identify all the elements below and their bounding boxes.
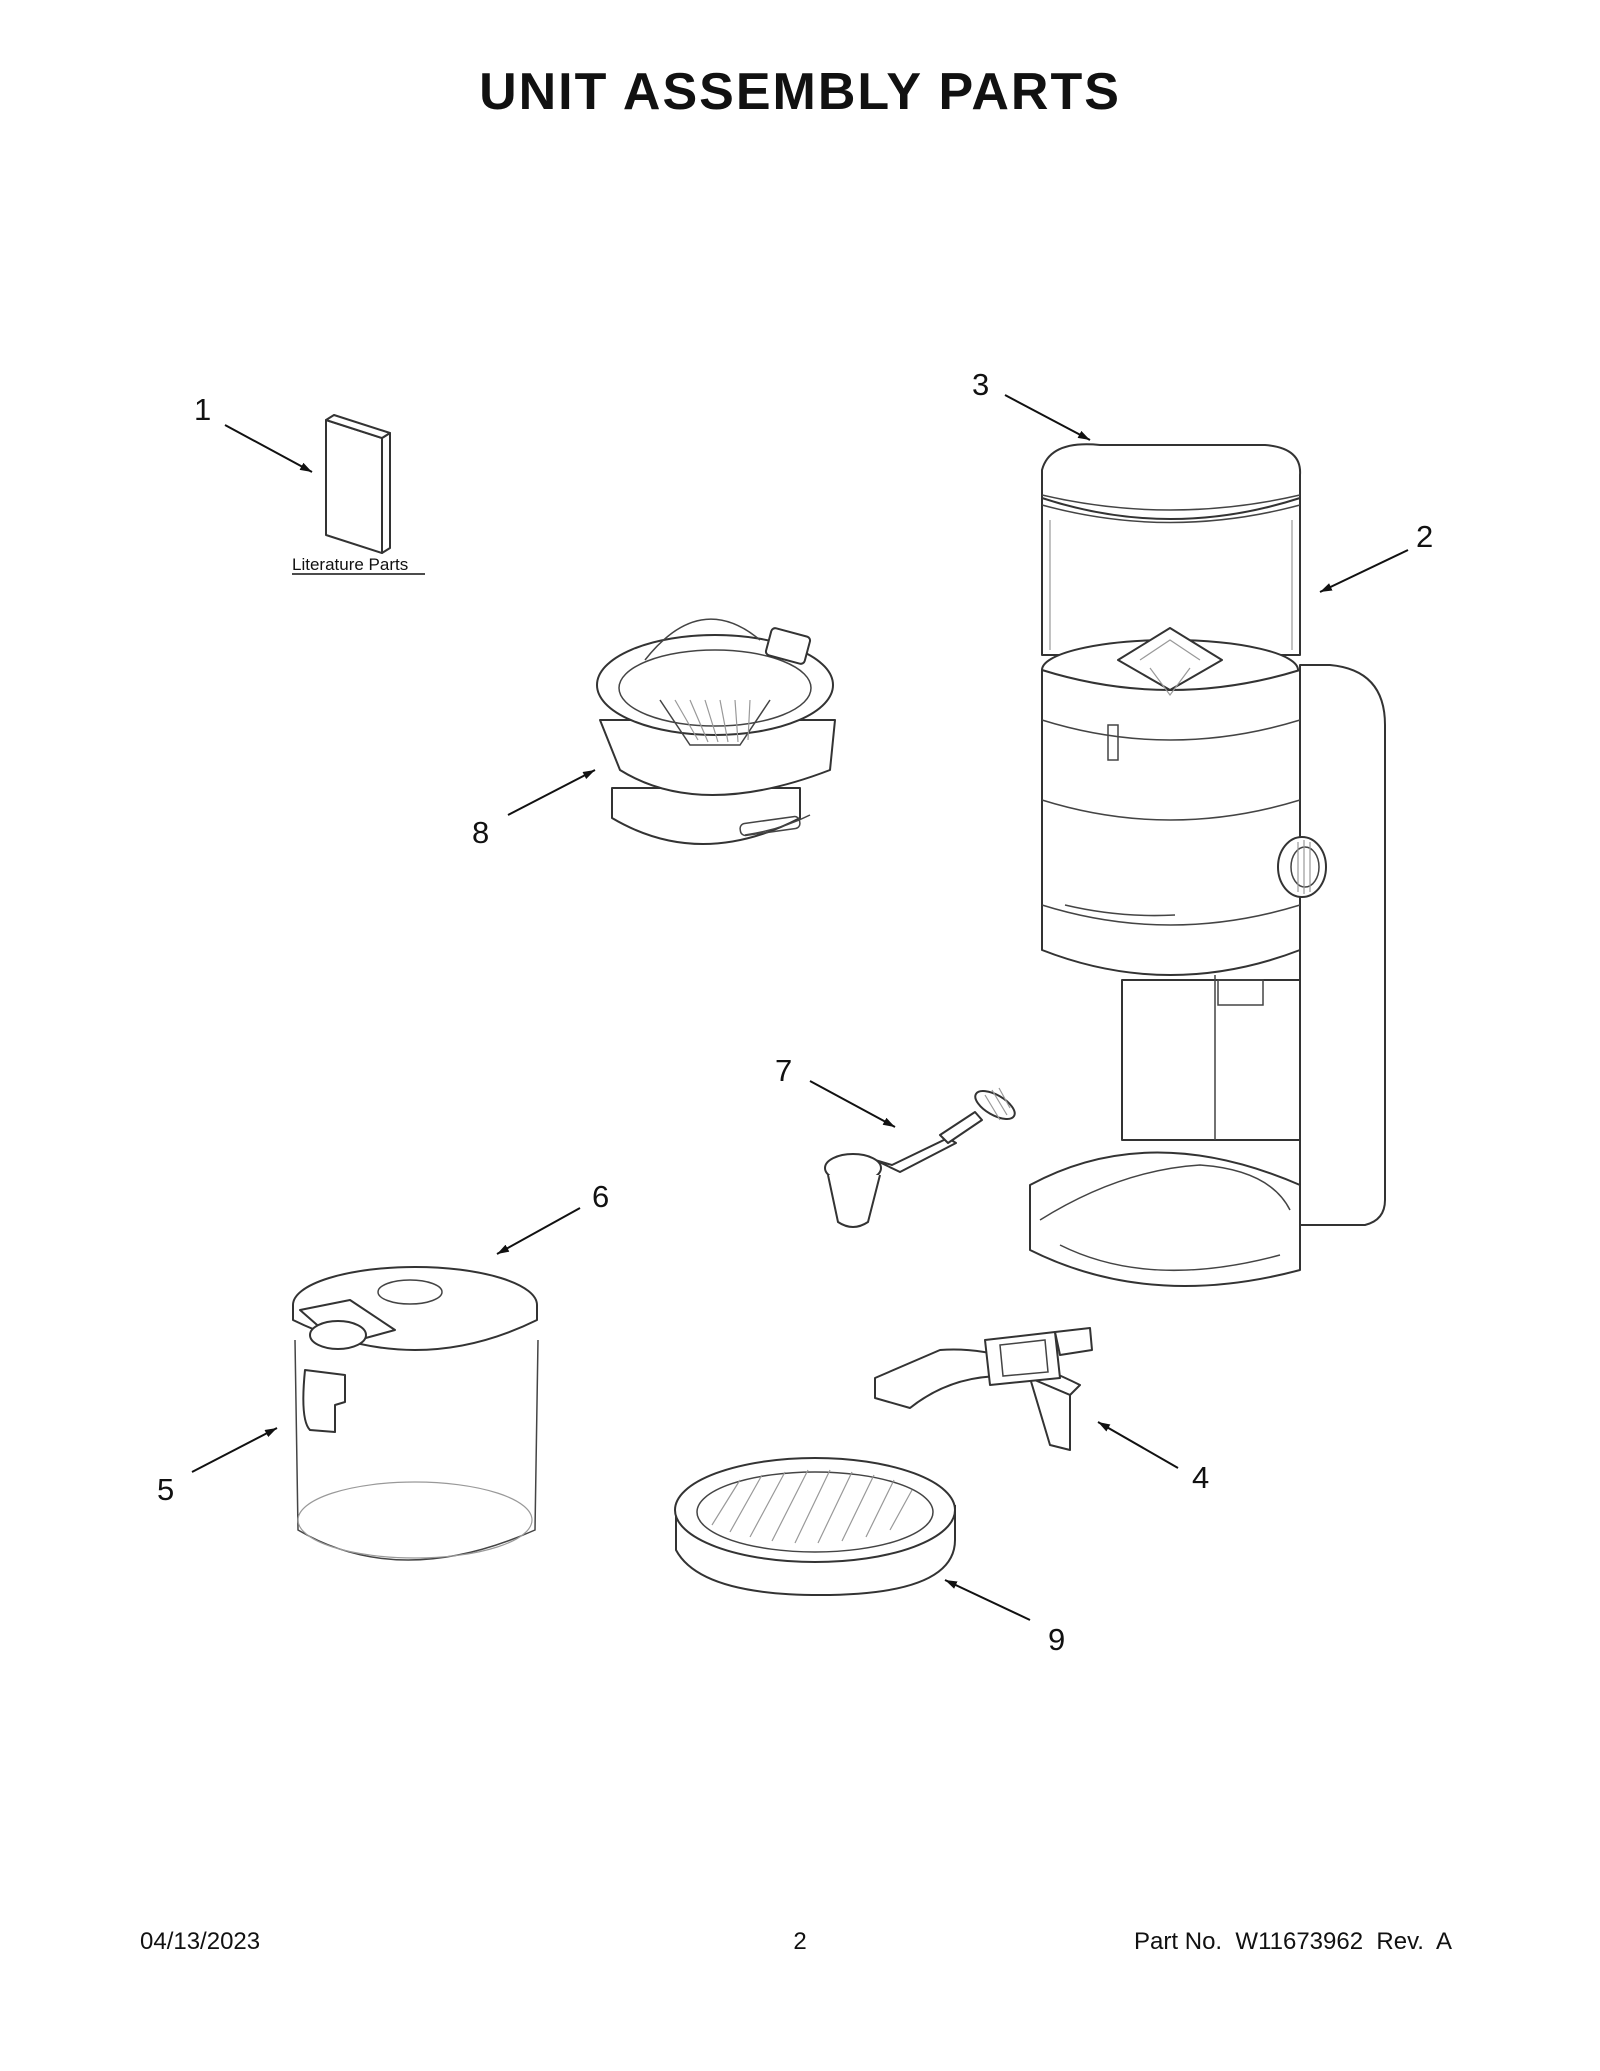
portafilter-holder-illustration[interactable] [874, 1327, 1093, 1451]
callout-3[interactable]: 3 [972, 367, 989, 402]
page-title: UNIT ASSEMBLY PARTS [479, 63, 1121, 121]
callout-5[interactable]: 5 [157, 1472, 174, 1507]
hopper-lid-illustration[interactable] [1041, 443, 1302, 520]
footer-part-number: Part No. W11673962 Rev. A [1134, 1928, 1452, 1955]
literature-parts-illustration[interactable] [325, 414, 391, 554]
leader-arrow-3 [1004, 394, 1091, 441]
leader-arrow-6 [496, 1207, 581, 1255]
scoop-brush-illustration[interactable] [824, 1085, 1019, 1228]
leader-arrow-9 [944, 1579, 1031, 1621]
leader-arrow-7 [809, 1080, 896, 1128]
grounds-container-lid-illustration[interactable] [292, 1266, 538, 1351]
grind-chamber-illustration[interactable] [1041, 627, 1301, 976]
burr-assembly-illustration[interactable] [596, 618, 836, 845]
leader-arrow-2 [1319, 549, 1409, 593]
callout-7[interactable]: 7 [775, 1053, 792, 1088]
callout-9[interactable]: 9 [1048, 1622, 1065, 1657]
leader-arrow-4 [1097, 1421, 1179, 1469]
leader-arrow-5 [191, 1427, 278, 1473]
drip-tray-illustration[interactable] [674, 1457, 956, 1596]
literature-parts-label[interactable]: Literature Parts [292, 555, 408, 574]
footer-page-number: 2 [793, 1928, 807, 1955]
grounds-container-illustration[interactable] [294, 1339, 539, 1561]
leader-arrow-8 [507, 769, 596, 816]
grinder-base-illustration[interactable] [1029, 664, 1386, 1287]
footer-date: 04/13/2023 [140, 1928, 261, 1955]
callout-2[interactable]: 2 [1416, 519, 1433, 554]
leader-arrow-1 [224, 424, 313, 473]
callout-1[interactable]: 1 [194, 392, 211, 427]
callout-4[interactable]: 4 [1192, 1460, 1209, 1495]
callout-8[interactable]: 8 [472, 815, 489, 850]
grind-size-dial-illustration[interactable] [1277, 836, 1327, 898]
callout-6[interactable]: 6 [592, 1179, 609, 1214]
